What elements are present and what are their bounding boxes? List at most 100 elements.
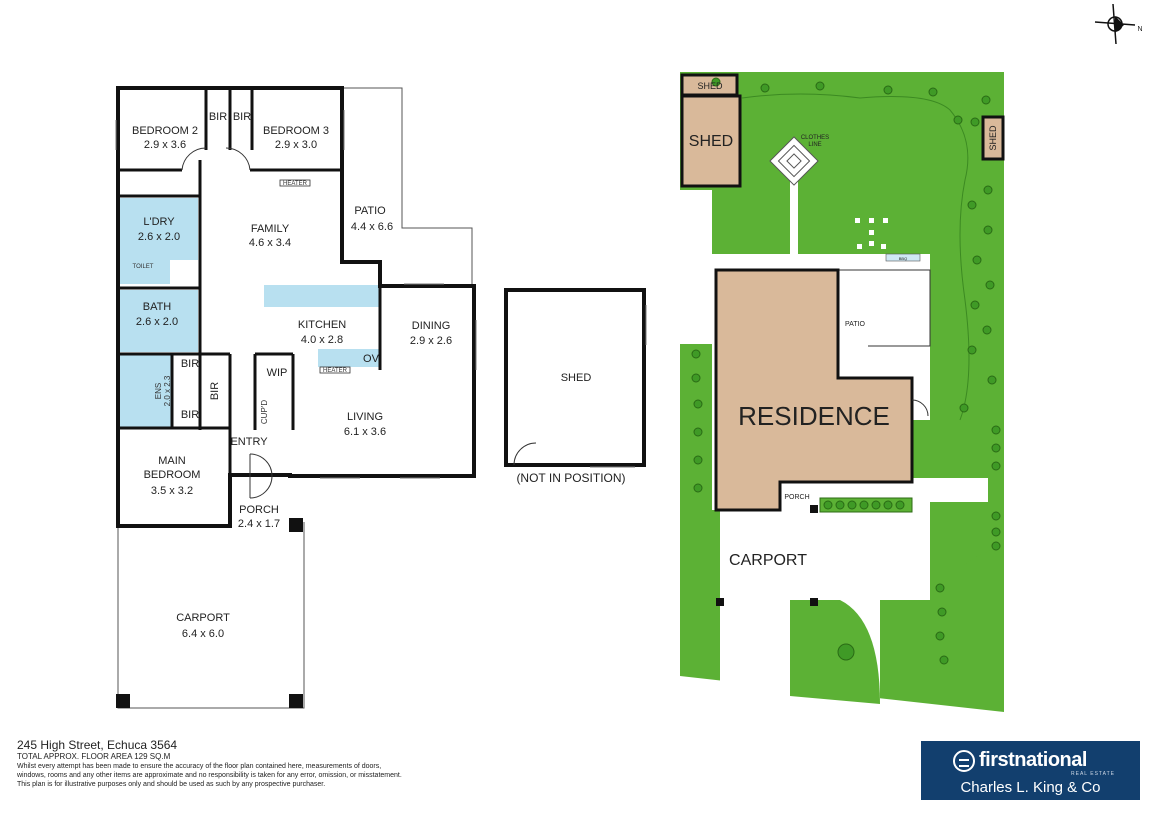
front-garden	[790, 600, 880, 704]
paved-pad	[928, 478, 988, 502]
family-label: FAMILY	[251, 223, 290, 235]
kitchen-cooktop	[318, 349, 380, 367]
disclaimer-line: windows, rooms and any other items are a…	[17, 772, 402, 779]
bath-size: 2.6 x 2.0	[136, 316, 178, 328]
oven-label: OV	[363, 353, 380, 365]
carport-post	[810, 598, 818, 606]
agency-office: Charles L. King & Co	[960, 779, 1101, 796]
living-size: 6.1 x 3.6	[344, 426, 386, 438]
porch-post	[289, 518, 303, 532]
property-address: 245 High Street, Echuca 3564	[17, 738, 178, 752]
agency-logo: firstnational REAL ESTATE Charles L. Kin…	[921, 741, 1140, 800]
heater-label: HEATER	[283, 181, 308, 187]
shed-note: (NOT IN POSITION)	[516, 471, 625, 485]
carport-outline	[117, 522, 305, 709]
bir-label: BIR	[233, 111, 251, 123]
shed-label: SHED	[561, 372, 592, 384]
floor-plan: BEDROOM 2 2.9 x 3.6 BIR BIR BEDROOM 3 2.…	[115, 86, 477, 709]
living-label: LIVING	[347, 411, 383, 423]
agency-sub: REAL ESTATE	[1071, 771, 1115, 777]
shed-door-swing	[513, 442, 537, 466]
porch-label: PORCH	[239, 504, 279, 516]
bath-floor	[120, 290, 198, 352]
dining-label: DINING	[412, 320, 451, 332]
patio-size: 4.4 x 6.6	[351, 221, 393, 233]
bedroom2-size: 2.9 x 3.6	[144, 139, 186, 151]
site-patio-label: PATIO	[845, 321, 866, 328]
stepping-stones	[855, 218, 888, 249]
bir-label: BIR	[181, 358, 199, 370]
entry-label: ENTRY	[230, 436, 268, 448]
carport-size: 6.4 x 6.0	[182, 628, 224, 640]
clothes-line-path	[790, 180, 798, 254]
shrubs	[691, 77, 1001, 665]
site-carport-label: CARPORT	[729, 552, 807, 569]
bir-label: BIR	[209, 382, 221, 400]
cupboard-label: CUP'D	[260, 400, 269, 424]
bir-label: BIR	[209, 111, 227, 123]
windows	[115, 110, 477, 479]
disclaimer-line: This plan is for illustrative purposes o…	[17, 781, 326, 788]
agency-brand: firstnational	[979, 749, 1087, 771]
carport-label: CARPORT	[176, 612, 230, 624]
bedroom2-label: BEDROOM 2	[132, 125, 198, 137]
toilet-label: TOILET	[133, 264, 154, 270]
garden-edge	[741, 93, 970, 421]
heater-label: HEATER	[323, 368, 348, 374]
clothes-line-label: CLOTHES	[801, 135, 829, 141]
property-info: 245 High Street, Echuca 3564 TOTAL APPRO…	[17, 738, 577, 789]
exterior-wall	[116, 86, 476, 528]
family-size: 4.6 x 3.4	[249, 237, 291, 249]
ensuite-label: ENS	[154, 383, 163, 399]
large-shed-label: SHED	[689, 133, 733, 150]
side-path	[680, 190, 712, 344]
residence-label: RESIDENCE	[738, 401, 890, 431]
north-label: N	[1137, 26, 1142, 33]
laundry-label: L'DRY	[143, 216, 175, 228]
porch-size: 2.4 x 1.7	[238, 518, 280, 530]
wip-label: WIP	[267, 367, 288, 379]
kitchen-label: KITCHEN	[298, 319, 346, 331]
laundry-floor	[120, 198, 198, 260]
heater-unit	[279, 179, 311, 187]
large-shed	[680, 94, 742, 188]
kitchen-size: 4.0 x 2.8	[301, 334, 343, 346]
kitchen-bench	[264, 285, 380, 307]
agency-mark-icon	[953, 750, 975, 772]
dining-size: 2.9 x 2.6	[410, 335, 452, 347]
door-swings	[181, 147, 273, 499]
shed-wall	[504, 288, 646, 467]
bbq	[885, 253, 921, 262]
bbq-label: BBQ	[899, 256, 907, 261]
laundry-size: 2.6 x 2.0	[138, 231, 180, 243]
interior-walls	[118, 88, 382, 475]
clothes-line	[769, 136, 819, 186]
clothes-line-label: LINE	[808, 142, 821, 148]
porch-post	[810, 505, 818, 513]
ensuite-size: 2.0 x 2.3	[163, 375, 172, 406]
site-patio-outline	[838, 269, 931, 347]
residence-door-swing	[911, 399, 929, 417]
carport-post	[289, 694, 303, 708]
shed-plan: SHED (NOT IN POSITION)	[504, 288, 647, 485]
bedroom3-size: 2.9 x 3.0	[275, 139, 317, 151]
ensuite-floor	[120, 355, 172, 427]
main-bedroom-size: 3.5 x 3.2	[151, 485, 193, 497]
patio-label: PATIO	[354, 205, 386, 217]
small-shed-label: SHED	[697, 81, 723, 91]
disclaimer-line: Whilst every attempt has been made to en…	[17, 763, 382, 770]
heater-unit	[319, 366, 351, 374]
patio-outline	[342, 87, 473, 285]
site-plan: RESIDENCE SHED SHED SHED CLOTHES LINE BB…	[680, 72, 1005, 712]
floor-area: TOTAL APPROX. FLOOR AREA 129 SQ.M	[17, 752, 171, 761]
site-porch-label: PORCH	[784, 494, 809, 501]
residence-footprint	[714, 268, 914, 512]
side-shed	[981, 115, 1005, 161]
bir-label: BIR	[181, 409, 199, 421]
bath-label: BATH	[143, 301, 172, 313]
carport-post	[716, 598, 724, 606]
carport-post	[116, 694, 130, 708]
side-shed-label: SHED	[988, 125, 998, 151]
